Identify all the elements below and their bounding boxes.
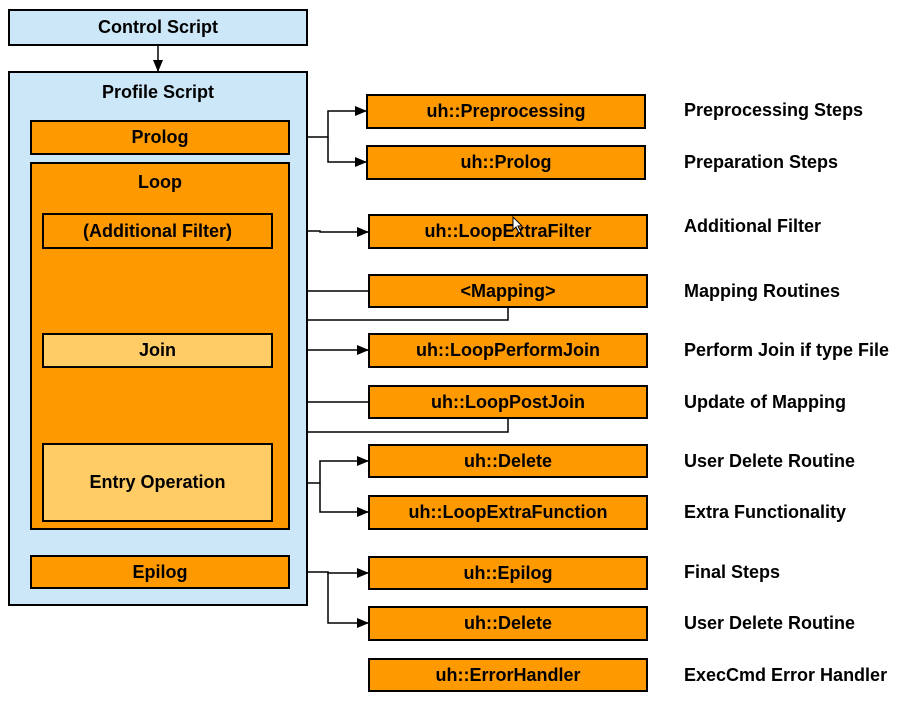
prolog-box: Prolog	[30, 120, 290, 155]
routine-loop-post-join: uh::LoopPostJoin	[368, 385, 648, 419]
desc-delete-1: User Delete Routine	[684, 451, 856, 471]
routine-delete-1: uh::Delete	[368, 444, 648, 478]
routine-preprocessing: uh::Preprocessing	[366, 94, 646, 129]
routine-loop-extra-function: uh::LoopExtraFunction	[368, 495, 648, 530]
entry-operation-box: Entry Operation	[42, 443, 273, 522]
routine-mapping: <Mapping>	[368, 274, 648, 308]
control-script-box: Control Script	[8, 9, 308, 46]
desc-prolog: Preparation Steps	[684, 152, 839, 172]
desc-epilog: Final Steps	[684, 562, 781, 582]
routine-delete-2: uh::Delete	[368, 606, 648, 641]
desc-delete-2: User Delete Routine	[684, 613, 856, 633]
routine-error-handler: uh::ErrorHandler	[368, 658, 648, 692]
desc-extra-function: Extra Functionality	[684, 502, 847, 522]
desc-error-handler: ExecCmd Error Handler	[684, 665, 888, 685]
join-box: Join	[42, 333, 273, 368]
routine-loop-extra-filter: uh::LoopExtraFilter	[368, 214, 648, 249]
desc-post-join: Update of Mapping	[684, 392, 846, 412]
desc-perform-join: Perform Join if type File	[684, 340, 890, 360]
profile-script-title: Profile Script	[101, 82, 215, 102]
routine-epilog: uh::Epilog	[368, 556, 648, 590]
routine-loop-perform-join: uh::LoopPerformJoin	[368, 333, 648, 368]
desc-preprocessing: Preprocessing Steps	[684, 100, 864, 120]
routine-prolog: uh::Prolog	[366, 145, 646, 180]
epilog-box: Epilog	[30, 555, 290, 589]
desc-mapping: Mapping Routines	[684, 281, 840, 301]
mouse-cursor-icon	[512, 216, 524, 234]
desc-additional-filter: Additional Filter	[684, 216, 821, 236]
loop-title: Loop	[138, 172, 182, 192]
additional-filter-box: (Additional Filter)	[42, 213, 273, 249]
